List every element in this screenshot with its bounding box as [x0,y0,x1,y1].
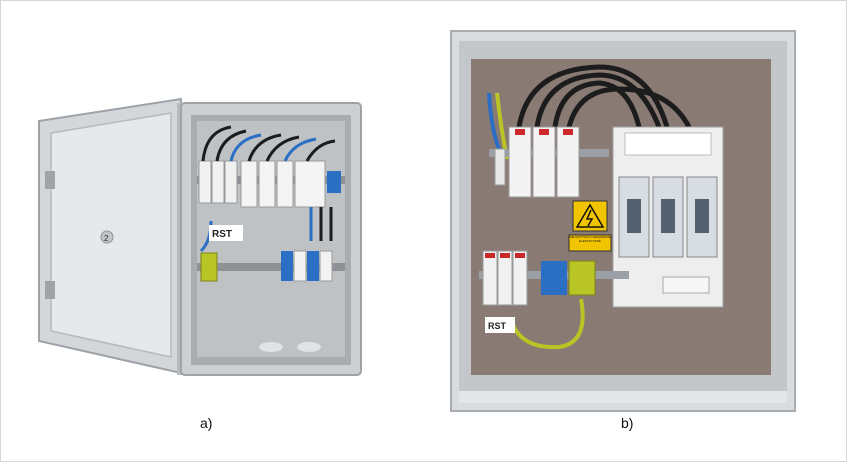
cables-top-b [516,64,692,129]
earth-cable-loop-b [509,298,585,350]
switch-handle-b [624,132,712,156]
warning-label-text: NIE DOTYKAĆ! URZĄDZENIE ELEKTRYCZNE [569,235,611,243]
terminals-b [541,260,596,296]
photo-enclosure-b: NIE DOTYKAĆ! URZĄDZENIE ELEKTRYCZNE [449,29,799,414]
warning-label-b [568,234,612,252]
door-number-label: 2 [104,234,109,243]
box-bottom-edge-b [459,391,787,403]
door-latch-bottom-a [45,281,55,299]
cables-a [199,125,336,253]
gland-1-a [259,342,283,352]
breakers-a [198,160,341,208]
din-rail-bottom-a [197,263,345,271]
door-screw-a [100,230,114,244]
terminals-a [200,250,333,282]
caption-a: a) [200,415,213,431]
logo-text-a: RST [212,229,232,240]
logo-text-b: RST [488,321,507,331]
gland-2-a [297,342,321,352]
fuse-holders-b [494,126,580,198]
lightning-bolt-icon [585,209,594,227]
caption-b: b) [621,415,634,431]
warning-triangle-icon [575,203,605,228]
enclosure-b-illustration: NIE DOTYKAĆ! URZĄDZENIE ELEKTRYCZNE [450,30,796,412]
surge-arrester-b [482,250,528,306]
photo-enclosure-a: 2 [31,91,371,381]
cable-blue-left-b [487,92,501,150]
device-label-b [662,276,710,294]
door-latch-top-a [45,171,55,189]
fuse-bases-b [618,176,718,258]
logo-sticker-a [209,225,243,241]
logo-sticker-b [485,317,515,333]
enclosure-a-illustration: 2 [38,97,362,376]
